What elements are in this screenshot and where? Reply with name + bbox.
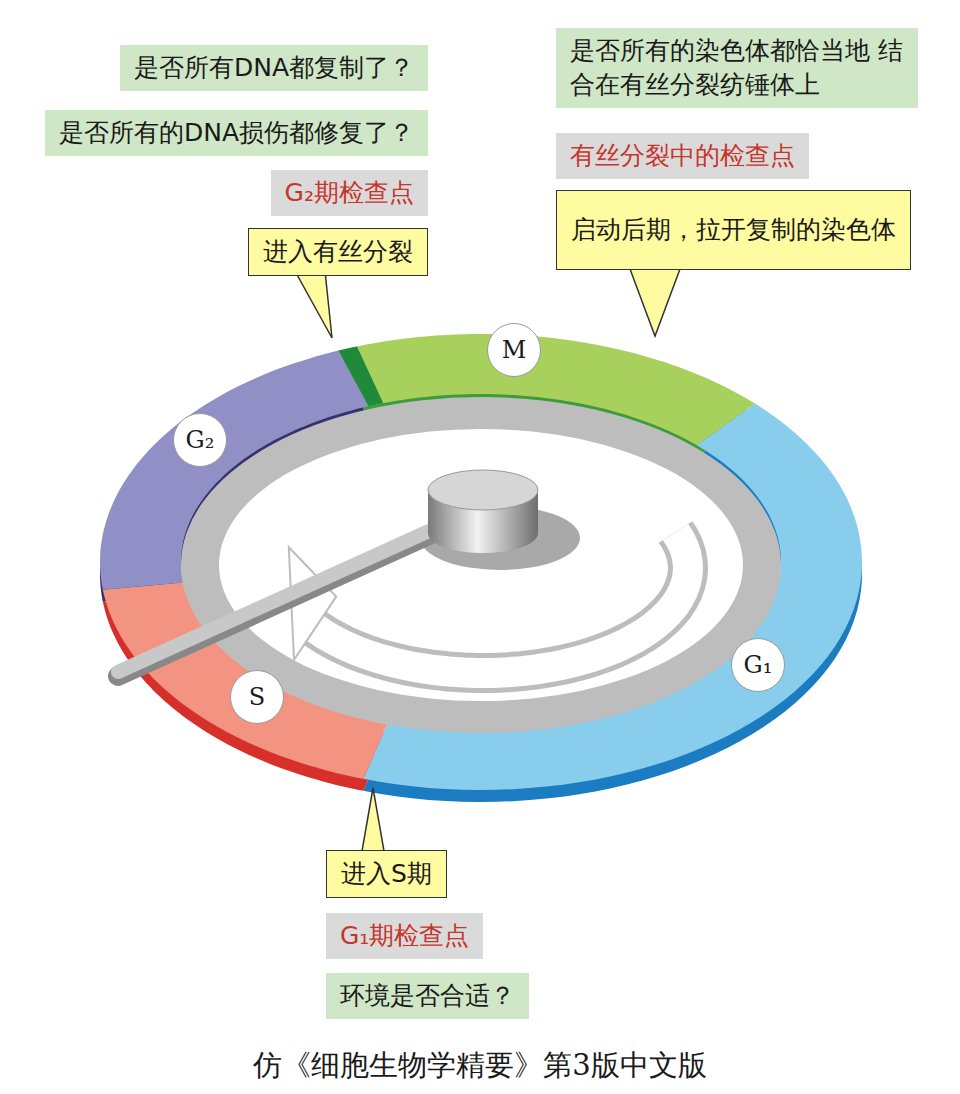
callout-tail	[630, 269, 680, 336]
caption: 仿《细胞生物学精要》第3版中文版	[0, 1046, 960, 1086]
box-text: 是否所有的染色体都恰当地 结合在有丝分裂纺锤体上	[570, 36, 903, 99]
question-box: 是否所有的染色体都恰当地 结合在有丝分裂纺锤体上	[556, 28, 918, 108]
phase-name: G₂	[186, 424, 215, 456]
ring-top	[100, 334, 862, 790]
box-text: 进入有丝分裂	[263, 237, 413, 266]
phase-circle: G₂	[173, 413, 227, 467]
phase-circle: S	[230, 670, 284, 724]
question-box: 是否所有的DNA损伤都修复了？	[45, 110, 428, 156]
checkpoint-label: G₁期检查点	[326, 913, 483, 959]
callout-box: 进入S期	[326, 850, 447, 898]
clock-hand	[118, 526, 440, 672]
checkpoint-label: G₂期检查点	[271, 170, 428, 216]
question-box: 是否所有DNA都复制了？	[120, 45, 428, 91]
box-text: 环境是否合适？	[340, 981, 515, 1010]
callout-tail	[295, 271, 332, 338]
phase-name: M	[502, 334, 527, 366]
phase-circle: M	[487, 323, 541, 377]
callout-box: 进入有丝分裂	[248, 228, 428, 276]
box-text: G₁期检查点	[340, 921, 469, 950]
box-text: 是否所有DNA都复制了？	[134, 53, 414, 82]
box-text: 启动后期，拉开复制的染色体	[571, 213, 896, 247]
box-text: 是否所有的DNA损伤都修复了？	[59, 118, 414, 147]
hub-top	[428, 470, 538, 510]
box-text: G₂期检查点	[285, 178, 414, 207]
dial-center	[219, 429, 743, 701]
inner-dial	[181, 397, 781, 733]
phase-name: S	[249, 681, 265, 713]
ring-side	[100, 346, 862, 802]
box-text: 有丝分裂中的检查点	[570, 141, 795, 170]
question-box: 环境是否合适？	[326, 973, 529, 1019]
phase-circle: G₁	[731, 638, 785, 692]
callout-box: 启动后期，拉开复制的染色体	[556, 190, 911, 270]
mitosis-entry-mark	[338, 346, 383, 406]
callout-tail	[362, 788, 384, 851]
box-text: 进入S期	[341, 859, 432, 888]
phase-name: G₁	[744, 649, 773, 681]
checkpoint-label: 有丝分裂中的检查点	[556, 133, 809, 179]
